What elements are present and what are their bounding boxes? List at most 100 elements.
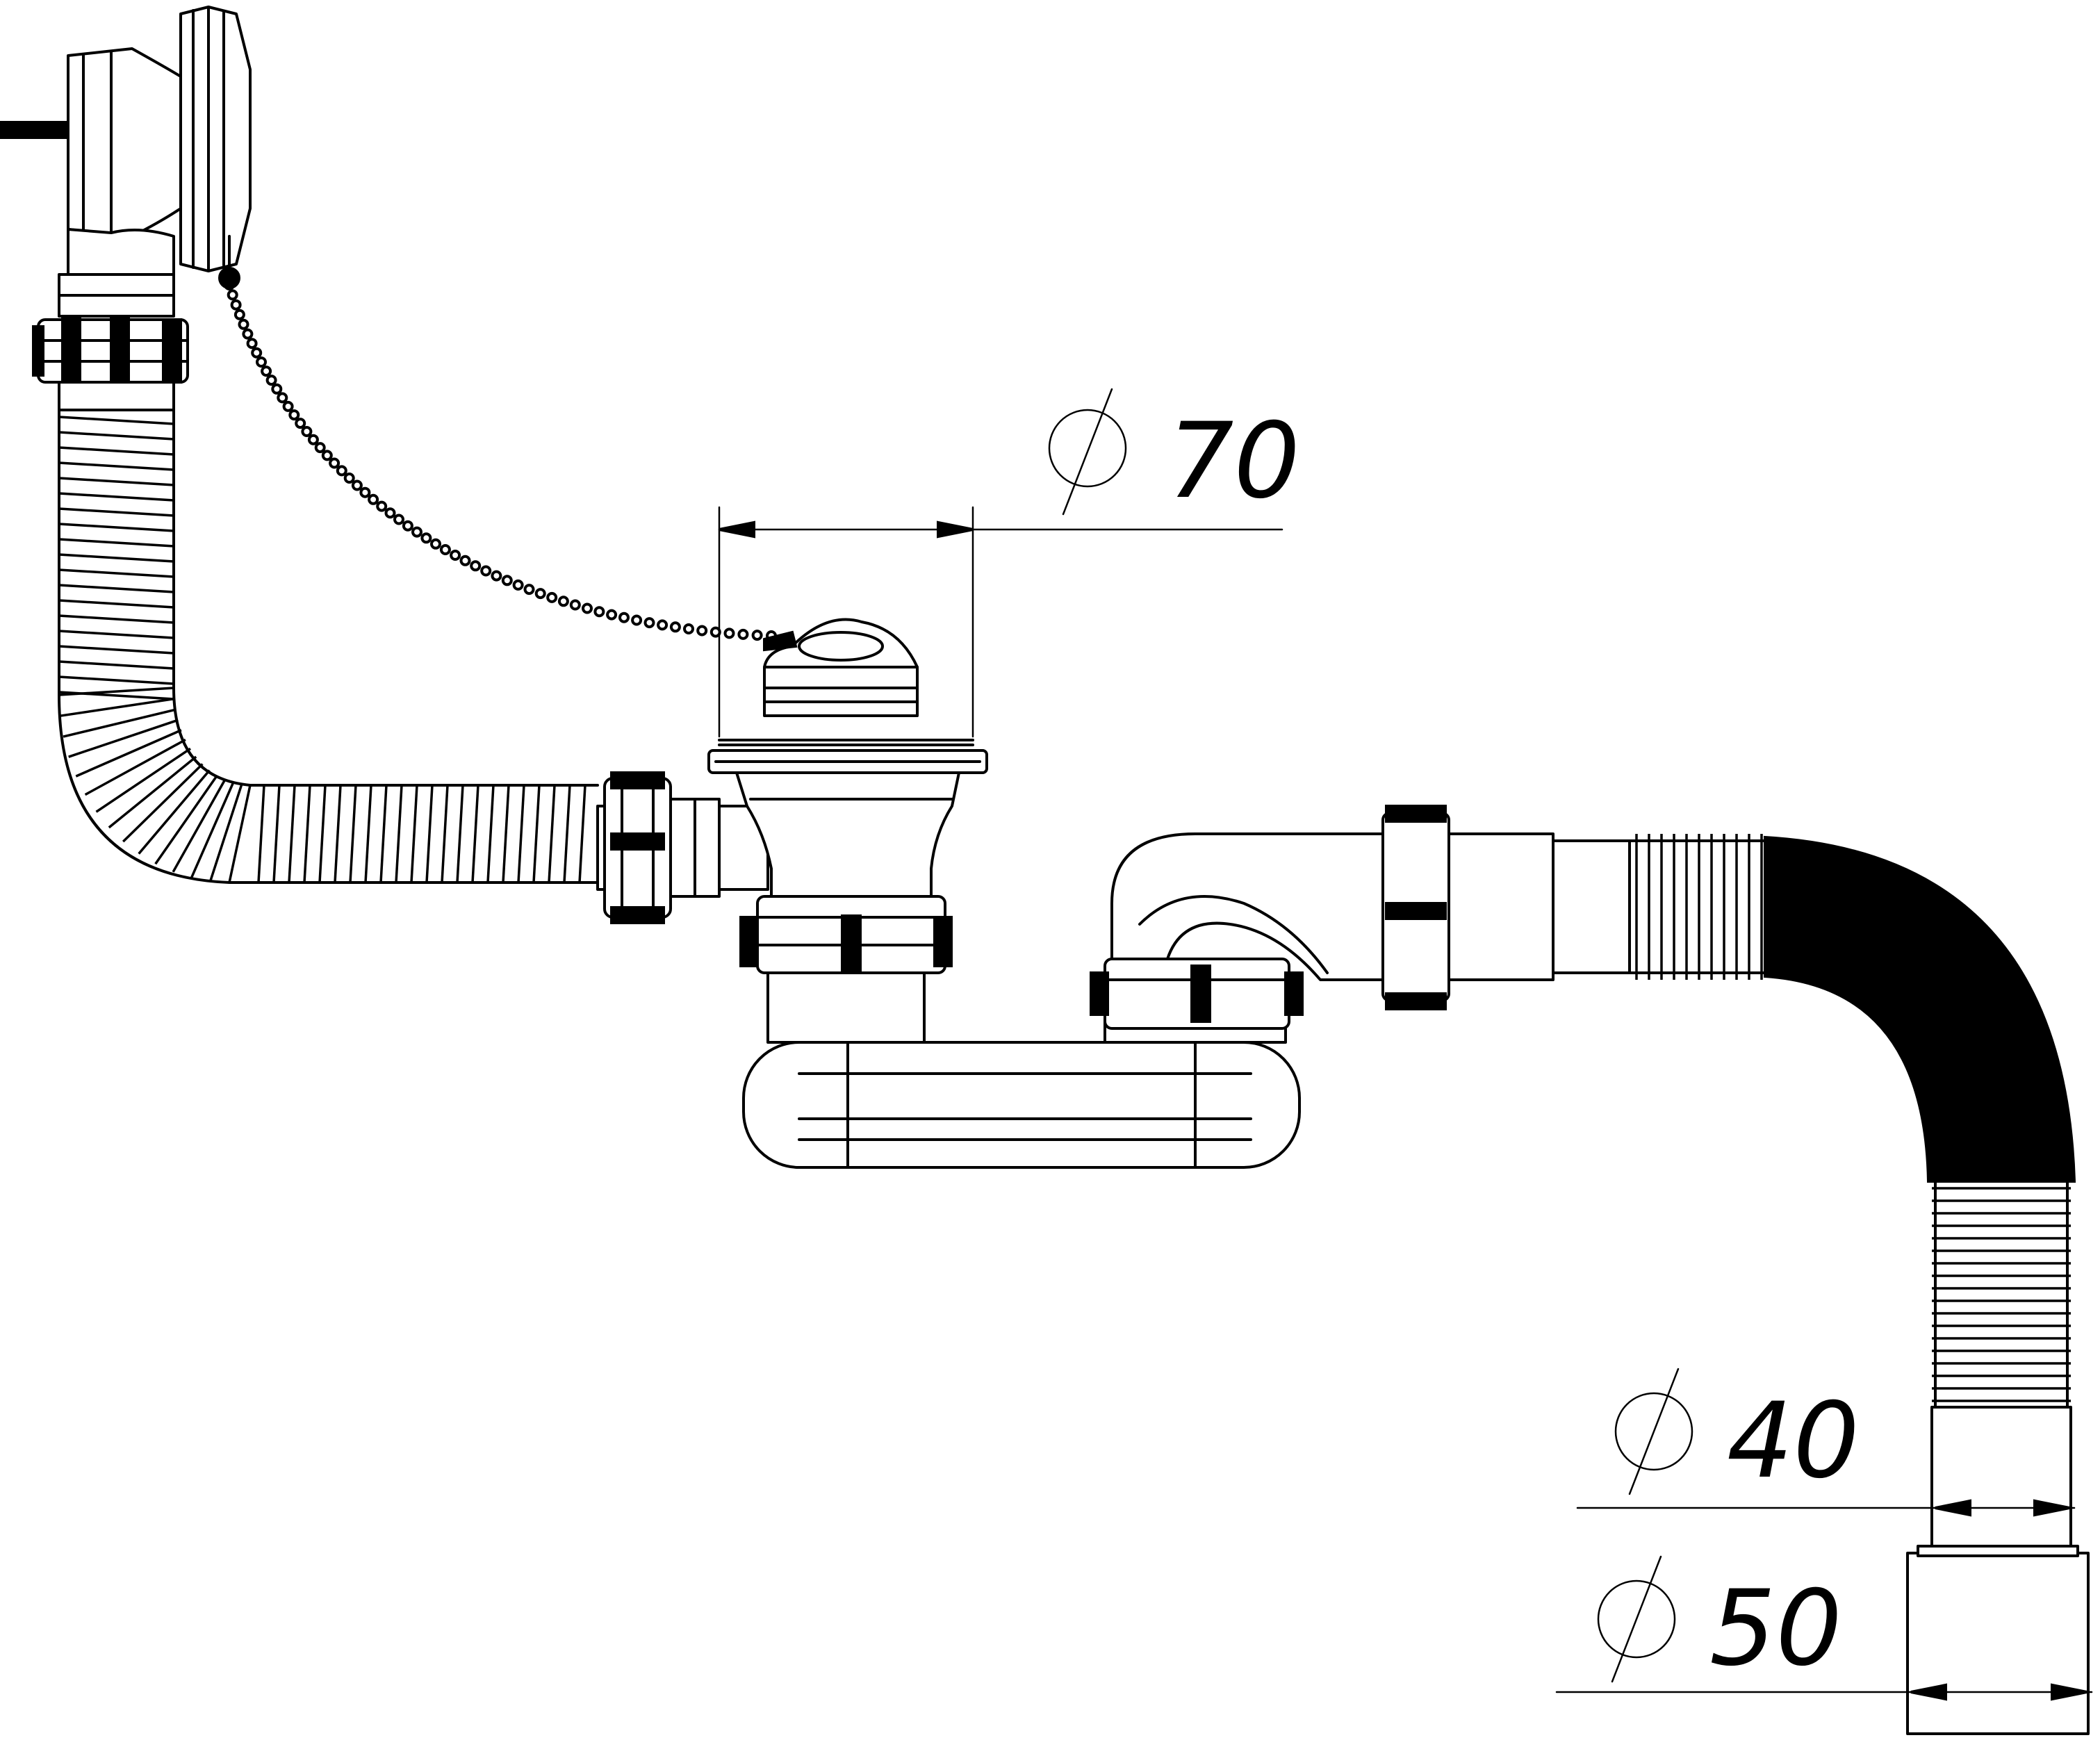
inlet-nut <box>603 771 672 924</box>
chain-bead <box>606 609 618 621</box>
hose-rib <box>58 599 174 609</box>
hose-rib <box>318 785 327 883</box>
hose-rib <box>272 785 281 883</box>
chain-bead <box>233 309 245 320</box>
chain-bead <box>265 375 277 386</box>
chain-bead <box>450 550 461 561</box>
chain-bead <box>491 570 502 582</box>
chain-bead <box>683 623 694 634</box>
overflow-corrugated-hose <box>58 409 599 884</box>
chain-bead <box>512 579 524 591</box>
outlet-hose-ribs <box>1628 834 1770 980</box>
hose-outer-edge <box>58 409 599 884</box>
outlet-pipe-50 <box>1906 1552 2090 1735</box>
hose-rib <box>58 431 174 441</box>
chain-bead <box>277 392 288 404</box>
hose-rib <box>578 785 586 883</box>
outlet-hose-down-ribs <box>1932 1180 2071 1409</box>
chain-bead <box>321 450 333 461</box>
chain-bead <box>696 625 708 637</box>
chain-bead <box>230 299 242 311</box>
body-nut <box>739 895 953 974</box>
hose-rib <box>95 747 191 813</box>
hose-rib <box>58 523 174 532</box>
trap-bowl <box>742 1041 1301 1169</box>
hose-rib <box>349 785 357 883</box>
chain-bead <box>336 465 347 477</box>
hose-rib <box>68 719 179 758</box>
overflow-body <box>67 47 182 238</box>
chain-bead <box>246 338 258 350</box>
chain-bead <box>582 602 593 614</box>
body-lower-pipe <box>766 971 926 1044</box>
chain-bead <box>368 493 379 505</box>
dimension-40-label: 40 <box>1727 1381 1860 1502</box>
chain-bead <box>282 400 294 412</box>
hose-rib <box>228 785 252 883</box>
hose-rib <box>425 785 434 883</box>
overflow-flange <box>179 6 252 272</box>
hose-rib <box>208 784 243 882</box>
chain-bead <box>256 356 267 368</box>
hose-rib <box>58 660 174 670</box>
hose-rib <box>58 584 174 593</box>
hose-rib <box>441 785 449 883</box>
chain-bead <box>546 591 558 603</box>
dimension-40: 40 <box>1576 1368 2076 1517</box>
hose-rib <box>58 645 174 655</box>
hose-rib <box>303 785 311 883</box>
chain-bead <box>501 575 513 586</box>
hose-rib <box>154 775 218 865</box>
chain-bead <box>271 383 283 395</box>
chain-bead <box>242 328 254 340</box>
overflow-nut <box>32 315 189 387</box>
chain-bead <box>261 366 272 377</box>
hose-rib <box>58 568 174 578</box>
strainer-assembly <box>707 618 988 1044</box>
chain-bead <box>224 279 235 290</box>
outlet-ribbed-collar <box>1552 839 1631 974</box>
hose-rib <box>395 785 403 883</box>
hose-inner-edge <box>172 409 599 787</box>
chain-bead <box>593 606 605 618</box>
hose-rib <box>190 782 235 878</box>
hose-ribs <box>58 416 586 883</box>
plug-cap <box>798 631 884 662</box>
plug-ribs <box>763 666 919 703</box>
outlet-hose-vertical <box>1934 1180 2069 1409</box>
chain-bead <box>359 486 371 498</box>
chain-bead <box>480 565 492 577</box>
chain-bead <box>669 621 681 633</box>
hose-rib <box>172 779 227 873</box>
chain-bead <box>751 630 763 641</box>
hose-rib <box>288 785 296 883</box>
chain-bead <box>430 538 441 550</box>
overflow-inlet-connector <box>596 771 769 924</box>
hose-rib <box>84 738 186 796</box>
chain-bead <box>631 614 643 626</box>
outlet-pipe-40 <box>1930 1406 2072 1548</box>
hose-rib <box>58 553 174 563</box>
elbow-nut <box>1090 958 1304 1030</box>
plug-chain <box>218 235 777 641</box>
dimension-70: 70 <box>718 388 1300 738</box>
dimension-50: 50 <box>1555 1555 2093 1701</box>
elbow-contour <box>1138 895 1329 974</box>
hose-rib <box>58 630 174 639</box>
chain-bead <box>329 457 341 469</box>
screw-thread <box>6 121 47 139</box>
chain-bead <box>301 426 313 437</box>
hose-rib <box>456 785 464 883</box>
hose-rib <box>138 769 211 855</box>
chain-bead <box>411 526 423 538</box>
hose-rib <box>486 785 495 883</box>
hose-rib <box>58 538 174 548</box>
hose-rib <box>471 785 479 883</box>
hose-rib <box>58 416 174 425</box>
hose-rib <box>58 446 174 456</box>
chain-bead <box>534 588 546 600</box>
hose-rib <box>58 687 174 696</box>
chain-bead <box>288 409 300 421</box>
chain-bead <box>557 596 569 607</box>
